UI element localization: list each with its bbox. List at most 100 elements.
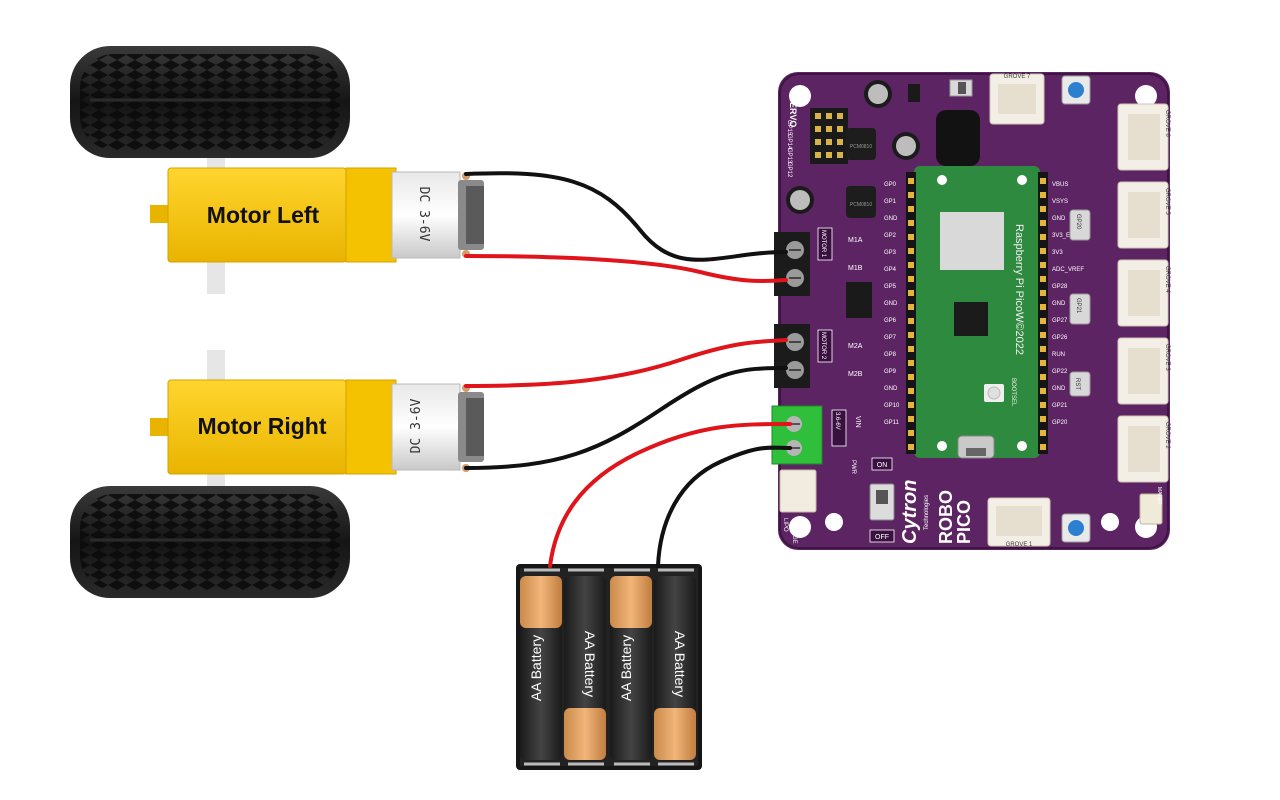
grove-socket [1128, 426, 1160, 472]
wire-battery-black [656, 445, 792, 568]
grove-socket [1128, 114, 1160, 160]
pin-label: GP14 [786, 134, 792, 150]
rst-label: RST [1074, 378, 1080, 390]
pico-pin [1040, 304, 1046, 310]
wheel-right-bottom [70, 486, 350, 598]
vin-terminal[interactable] [771, 405, 823, 465]
servo-header[interactable] [810, 108, 848, 164]
pico-pin [908, 416, 914, 422]
pico-pin [1040, 360, 1046, 366]
lipo-label: LIPO [782, 518, 788, 532]
gp-button-label: GP20 [1075, 214, 1081, 230]
pcm-label: PCM0810 [850, 202, 872, 208]
pico-pin [1040, 290, 1046, 296]
pico-pin [908, 318, 914, 324]
pin-label: GP3 [884, 250, 897, 256]
m1b-label: M1B [848, 265, 863, 272]
pin-label: GP0 [884, 182, 897, 188]
pico-pin [1040, 388, 1046, 394]
gp-button-label: GP21 [1075, 298, 1081, 314]
pico-pin [1040, 192, 1046, 198]
pico-pin [1040, 444, 1046, 450]
motor-right-label: Motor Right [197, 413, 326, 439]
battery-cell-1: AA Battery [520, 576, 562, 760]
wire-battery-red [548, 422, 792, 568]
pico-pin [908, 360, 914, 366]
grove-connector-1[interactable] [987, 497, 1051, 547]
battery-cell-4: AA Battery [654, 576, 696, 760]
pin-label: GP13 [786, 148, 792, 164]
battery-cell-3: AA Battery [610, 576, 652, 760]
pin-label: GP20 [1052, 420, 1068, 426]
lipo-connector[interactable] [779, 469, 817, 513]
vin-range-label: 3.6-6V [834, 412, 840, 430]
pin-label: GND [884, 216, 898, 222]
battery-cell-2: AA Battery [564, 576, 606, 760]
product-name-line1: ROBO [936, 490, 956, 544]
grove-socket [1128, 348, 1160, 394]
pico-pin [908, 444, 914, 450]
m2a-label: M2A [848, 343, 863, 350]
pico-pin [908, 262, 914, 268]
pin-label: RUN [1052, 352, 1065, 358]
pin-label: GP28 [1052, 284, 1068, 290]
motor-left-rating: DC 3-6V [416, 187, 431, 242]
battery-holder: AA Battery AA Battery AA Battery AA Batt… [516, 564, 702, 770]
vin-label: VIN [854, 416, 861, 428]
bootsel-label: BOOTSEL [1010, 378, 1016, 407]
pin-label: VSYS [1052, 199, 1068, 205]
pico-pin [1040, 402, 1046, 408]
maker-label: MAKER [1156, 487, 1162, 505]
pin-label: GP10 [884, 403, 900, 409]
grove-label: GROVE 3 [1164, 344, 1170, 371]
pin-label: GP5 [884, 284, 897, 290]
pico-pin [1040, 374, 1046, 380]
pico-pin [1040, 234, 1046, 240]
pin-label: VBUS [1052, 182, 1068, 188]
rst-button[interactable] [1069, 371, 1091, 397]
pin-label: GP6 [884, 318, 897, 324]
pin-label: GP15 [786, 120, 792, 136]
pico-pin [908, 276, 914, 282]
pico-pin [1040, 430, 1046, 436]
grove-label: GROVE 4 [1164, 266, 1170, 293]
grove-label: GROVE 1 [1006, 542, 1033, 548]
pin-label: GP1 [884, 199, 897, 205]
brand-logo-text: Cytron [899, 480, 921, 544]
battery-cell-label: AA Battery [582, 631, 598, 697]
grove-label: GROVE 6 [1164, 110, 1170, 137]
pico-pin [1040, 178, 1046, 184]
pin-label: GND [1052, 216, 1066, 222]
wire-motor-right-red [464, 338, 788, 388]
grove-connector-7[interactable] [989, 73, 1045, 125]
pin-label: GP9 [884, 369, 897, 375]
motor-left: Motor Left DC 3-6V [150, 167, 484, 263]
grove-label: GROVE 2 [1164, 422, 1170, 449]
gp21-button[interactable] [1068, 520, 1084, 536]
pwr-label: PWR [850, 460, 856, 475]
pico-pin [1040, 262, 1046, 268]
battery-cell-label: AA Battery [528, 635, 544, 701]
wire-motor-left-black [464, 171, 788, 262]
motor1-label: MOTOR 1 [820, 230, 826, 258]
pin-label: 3V3 [1052, 250, 1063, 256]
pico-pin [908, 304, 914, 310]
motor1-terminal[interactable] [774, 232, 810, 296]
pin-label: GND [1052, 301, 1066, 307]
pico-pin [908, 192, 914, 198]
on-label: ON [877, 462, 888, 469]
pico-pin [908, 346, 914, 352]
pin-label: GP7 [884, 335, 897, 341]
m1a-label: M1A [848, 237, 863, 244]
pico-name: Raspberry Pi PicoW©2022 [1013, 224, 1025, 355]
maker-port[interactable] [1139, 493, 1163, 525]
grove-label: GROVE 5 [1164, 188, 1170, 215]
wires [464, 171, 792, 568]
wire-motor-right-black [464, 366, 788, 470]
pico-pin [908, 206, 914, 212]
pin-label: GP27 [1052, 318, 1068, 324]
pin-label: GP26 [1052, 335, 1068, 341]
motor2-terminal[interactable] [774, 324, 810, 388]
gp20-button[interactable] [1068, 82, 1084, 98]
